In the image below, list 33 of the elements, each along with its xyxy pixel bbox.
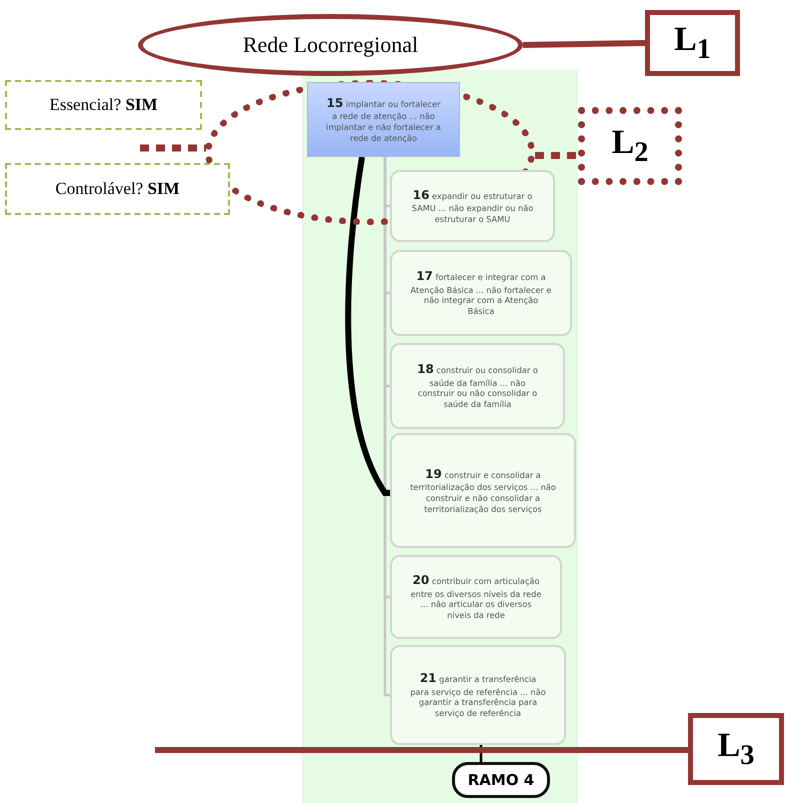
node-text: 18 construir ou consolidar o saúde da família ... não construir ou não consolidar o saúde da família <box>416 361 539 412</box>
topic-box <box>390 645 566 745</box>
level-label: L$_{1}$ <box>674 20 711 66</box>
dashed-box <box>5 80 202 130</box>
topic-box <box>390 433 576 548</box>
branch-box <box>452 762 550 798</box>
topic-box <box>307 82 460 157</box>
node-text: Controlável? SIM <box>55 179 180 199</box>
dashed-box <box>5 163 230 215</box>
connector-line <box>155 747 688 753</box>
topic-box <box>390 343 565 429</box>
dotted-connector <box>535 152 578 159</box>
topic-box <box>390 555 562 639</box>
node-text: 19 construir e consolidar a territorialização dos serviços ... não construir e não consolidar a territorialização dos serviços <box>409 466 557 516</box>
level-label: L$_{3}$ <box>718 726 754 772</box>
node-text: Rede Locorregional <box>242 32 418 58</box>
branch-line <box>345 156 390 496</box>
ellipse-node <box>138 14 523 76</box>
connector-line <box>522 40 646 48</box>
topic-box <box>390 250 572 336</box>
node-text: 20 contribuir com articulação entre os diversos níveis da rede ... não articular os diversos níveis da rede <box>410 572 542 622</box>
dotted-connector <box>140 144 206 152</box>
label-box <box>645 10 740 76</box>
node-text: 17 fortalecer e integrar com a Atenção Básica ... não fortalecer e não integrar com a Atenção Básica <box>410 268 552 318</box>
node-text: Essencial? SIM <box>49 95 158 115</box>
node-text: 21 garantir a transferência para serviço de referência ... não garantir a transferência para serviço de referência <box>409 670 547 720</box>
label-box <box>688 713 784 785</box>
dotted-label-box <box>578 107 682 185</box>
node-text: 16 expandir ou estruturar o SAMU ... não expandir ou não estruturar o SAMU <box>410 186 534 226</box>
topic-box <box>390 170 555 242</box>
level-label: L$_{2}$ <box>612 124 648 168</box>
node-text: 15 implantar ou fortalecer a rede de atenção ... não implantar e não fortalecer a rede de atenção <box>325 94 442 145</box>
branch-label: RAMO 4 <box>468 771 534 789</box>
